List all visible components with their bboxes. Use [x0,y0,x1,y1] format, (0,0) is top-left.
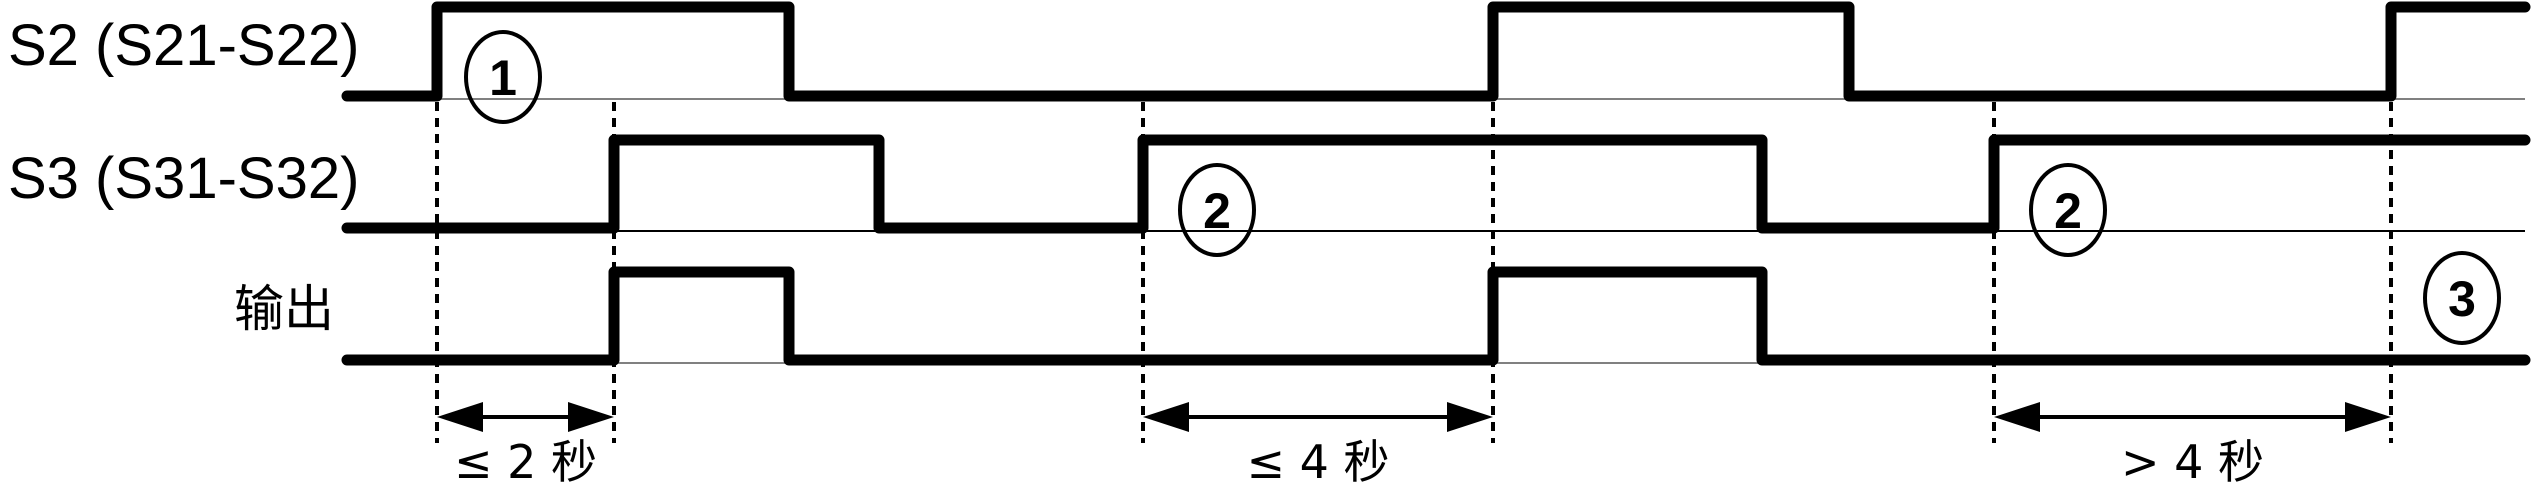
duration-arrows [437,402,2391,432]
duration-arrow-dur-3 [1994,402,2391,432]
waveform-output [341,266,2531,366]
arrowhead-right-icon [1447,402,1493,432]
duration-label-2: ≤ 4 秒 [1246,435,1389,489]
signal-label-s2: S2 (S21-S22) [8,13,359,78]
duration-arrow-dur-2 [1143,402,1493,432]
callout-number-2a: 2 [1203,183,1231,239]
callout-number-2b: 2 [2054,183,2082,239]
duration-label-3: > 4 秒 [2121,435,2264,489]
callout-circle-callout-3 [2423,251,2501,345]
arrowhead-left-icon [1994,402,2040,432]
callouts [464,30,2501,345]
waveforms [341,1,2531,366]
arrowhead-right-icon [2345,402,2391,432]
arrowhead-right-icon [568,402,614,432]
duration-arrow-dur-1 [437,402,614,432]
callout-circle-callout-1 [464,30,542,124]
duration-label-1: ≤ 2 秒 [454,435,597,489]
callout-number-1: 1 [489,50,517,106]
waveform-s3 [341,134,2531,234]
signal-label-s3: S3 (S31-S32) [8,146,359,211]
arrowhead-left-icon [1143,402,1189,432]
callout-circle-callout-2b [2029,163,2107,257]
callout-circle-callout-2a [1178,163,1256,257]
waveform-s2 [341,1,2531,102]
signal-label-output: 输出 [234,280,334,338]
callout-number-3: 3 [2448,271,2476,327]
arrowhead-left-icon [437,402,483,432]
